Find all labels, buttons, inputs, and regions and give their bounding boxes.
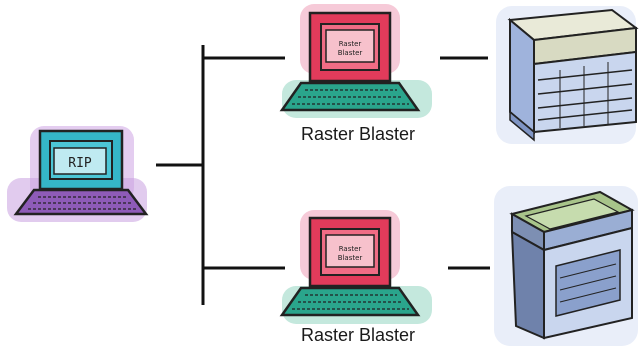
copier-printer-icon [494, 186, 638, 346]
production-printer-icon [496, 6, 639, 144]
connection-lines [156, 45, 490, 305]
screen-label-line: Raster [339, 245, 362, 253]
rip-screen-label: RIP [68, 156, 92, 171]
rip-laptop-icon: RIP [7, 126, 149, 222]
screen-label-line: Blaster [338, 254, 363, 262]
screen-label-line: Raster [339, 40, 362, 48]
raster-blaster-bottom-label: Raster Blaster [300, 325, 416, 345]
raster-blaster-top-label: Raster Blaster [300, 124, 416, 144]
screen-label-line: Blaster [338, 49, 363, 57]
